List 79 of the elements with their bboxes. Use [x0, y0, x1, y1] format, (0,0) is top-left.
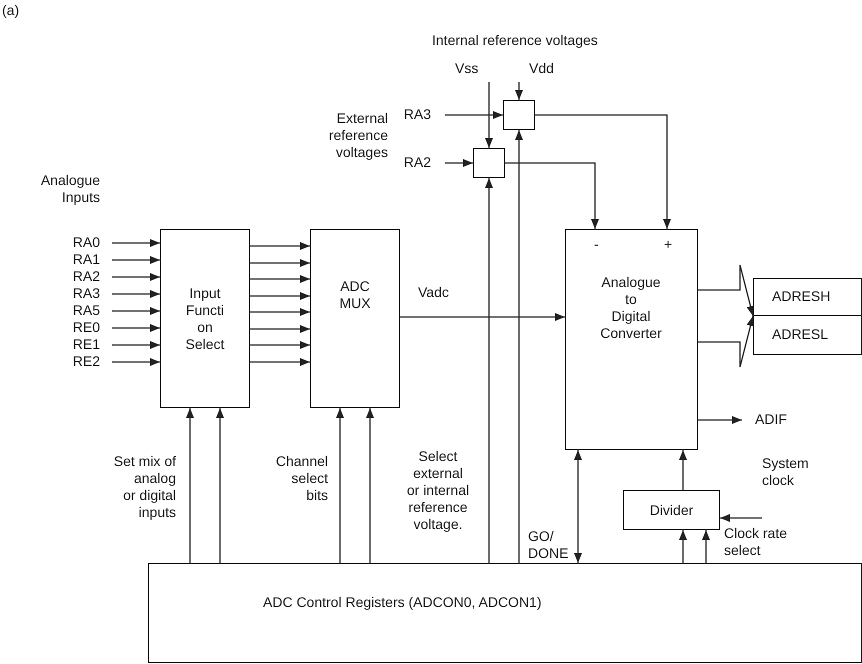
- signal-name: RA5: [40, 302, 112, 320]
- annotation-text: System clock: [762, 455, 810, 489]
- arrow: [112, 307, 160, 315]
- control-register-block: [148, 563, 862, 663]
- signal-name: RA3: [40, 285, 112, 303]
- arrow: [186, 408, 194, 563]
- arrow: [445, 111, 503, 119]
- arrow: [366, 408, 374, 563]
- signal-name: RE1: [40, 336, 112, 354]
- arrow: [250, 242, 310, 250]
- arrow: [216, 408, 224, 563]
- function-select-block: [160, 229, 250, 408]
- block-label: Divider: [650, 502, 694, 518]
- annotation-text: (a): [2, 2, 20, 19]
- block-label: ADRESL: [772, 326, 828, 343]
- arrow: [112, 273, 160, 281]
- arrow: [112, 341, 160, 349]
- switch-box: [473, 148, 505, 178]
- register-box: [753, 278, 862, 316]
- annotation-text: Select external or internal reference voltage.: [406, 448, 470, 533]
- annotation-text: Analogue Inputs: [40, 172, 100, 206]
- arrow: [698, 416, 742, 424]
- arrow: [400, 313, 565, 321]
- signal-name: Vdd: [515, 60, 560, 82]
- block-label: Input Functi on Select: [186, 284, 224, 352]
- polarity-sign: -: [594, 236, 599, 253]
- block-label: Analogue to Digital Converter: [599, 274, 663, 342]
- signal-name: Vss: [452, 60, 492, 82]
- annotation-text: Internal reference voltages: [432, 32, 599, 49]
- arrow: [535, 114, 671, 229]
- polarity-sign: +: [664, 236, 672, 253]
- multiplexer-block: [310, 229, 400, 408]
- arrow: [574, 450, 582, 563]
- arrow: [515, 82, 523, 100]
- annotation-text: External reference voltages: [328, 110, 388, 161]
- signal-name: RA3: [395, 106, 445, 124]
- arrow: [250, 259, 310, 267]
- block-label: ADC Control Registers (ADCON0, ADCON1): [263, 594, 542, 611]
- annotation-text: Channel select bits: [274, 453, 328, 504]
- signal-name: ADIF: [742, 411, 792, 429]
- arrow: [250, 275, 310, 283]
- arrow: [445, 159, 473, 167]
- block-label: ADC MUX: [338, 278, 372, 312]
- arrow: [112, 239, 160, 247]
- register-box: [753, 315, 862, 355]
- switch-box: [503, 100, 535, 130]
- arrow: [679, 450, 687, 490]
- annotation-text: GO/ DONE: [528, 528, 570, 562]
- arrow: [112, 290, 160, 298]
- bus-arrow: [698, 264, 754, 316]
- arrow: [112, 256, 160, 264]
- arrow: [112, 358, 160, 366]
- signal-name: RA0: [40, 234, 112, 252]
- annotation-text: Clock rate select: [724, 525, 788, 559]
- arrow: [112, 324, 160, 332]
- signal-name: RA1: [40, 251, 112, 269]
- arrow: [505, 162, 599, 229]
- arrow: [250, 308, 310, 316]
- signal-name: RE0: [40, 319, 112, 337]
- arrow: [336, 408, 344, 563]
- divider-block: [623, 490, 720, 530]
- arrow: [679, 530, 687, 563]
- arrow: [250, 341, 310, 349]
- annotation-text: Set mix of analog or digital inputs: [112, 453, 176, 521]
- signal-name: RE2: [40, 353, 112, 371]
- edge-label: Vadc: [418, 284, 449, 301]
- arrow: [250, 358, 310, 366]
- arrow: [702, 530, 710, 563]
- arrow: [485, 178, 493, 563]
- arrow: [250, 325, 310, 333]
- arrow: [720, 514, 762, 522]
- arrow: [485, 82, 493, 148]
- bus-arrow: [698, 316, 754, 368]
- signal-name: RA2: [395, 154, 445, 172]
- arrow: [250, 292, 310, 300]
- block-label: ADRESH: [772, 288, 830, 305]
- arrow: [515, 130, 523, 563]
- signal-name: RA2: [40, 268, 112, 286]
- converter-block: [565, 229, 698, 450]
